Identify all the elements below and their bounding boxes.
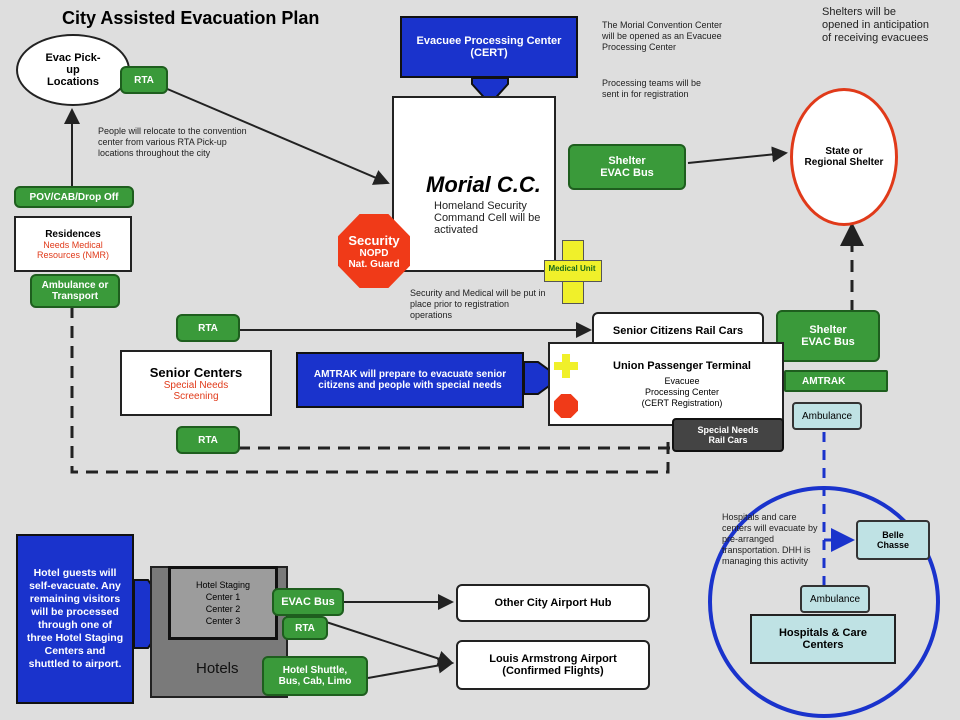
hospitals-line1: Hospitals & Care xyxy=(778,627,868,639)
ambulance-lower-node: Ambulance xyxy=(800,585,870,613)
senior-centers-sub1: Special Needs xyxy=(163,379,229,391)
upt-node: Union Passenger Terminal Evacuee Process… xyxy=(548,342,784,426)
other-airport-node: Other City Airport Hub xyxy=(456,584,650,622)
special-rail-line2: Rail Cars xyxy=(708,435,748,445)
shelter-bus-top-line1: Shelter xyxy=(608,155,646,167)
state-shelter-line1: State or xyxy=(825,146,863,157)
note-relocate: People will relocate to the convention c… xyxy=(98,126,247,158)
senior-centers-node: Senior Centers Special Needs Screening xyxy=(120,350,272,416)
upt-stop-icon xyxy=(554,394,578,418)
special-rail-line1: Special Needs xyxy=(697,425,759,435)
upt-title: Union Passenger Terminal xyxy=(613,360,751,372)
ambulance-upper-node: Ambulance xyxy=(792,402,862,430)
rta-node-top: RTA xyxy=(120,66,168,94)
hotel-staging-c3: Center 3 xyxy=(205,616,241,626)
evac-pickup-node: Evac Pick-up Locations xyxy=(16,34,130,106)
hotel-shuttle-line1: Hotel Shuttle, xyxy=(282,665,348,676)
ambulance-transport-node: Ambulance or Transport xyxy=(30,274,120,308)
note-security: Security and Medical will be put in plac… xyxy=(410,288,546,320)
hotel-guests-node: Hotel guests will self-evacuate. Any rem… xyxy=(16,534,134,704)
senior-centers-sub2: Screening xyxy=(173,390,219,402)
hotels-label: Hotels xyxy=(196,660,239,677)
page-title: City Assisted Evacuation Plan xyxy=(62,8,320,28)
belle-chasse-node: Belle Chasse xyxy=(856,520,930,560)
residences-title: Residences xyxy=(45,228,101,240)
shelter-bus-top-line2: EVAC Bus xyxy=(600,167,654,179)
hotel-shuttle-line2: Bus, Cab, Limo xyxy=(278,676,352,687)
louis-airport-node: Louis Armstrong Airport (Confirmed Fligh… xyxy=(456,640,650,690)
evacuee-center-line1: Evacuee Processing Center xyxy=(416,35,562,47)
rta-node-mid: RTA xyxy=(176,314,240,342)
hotel-staging-c2: Center 2 xyxy=(205,604,241,614)
evac-pickup-label: Evac Pick-up Locations xyxy=(45,52,101,88)
hospitals-line2: Centers xyxy=(802,639,844,651)
senior-centers-title: Senior Centers xyxy=(149,364,243,380)
evacuee-center-line2: (CERT) xyxy=(470,47,508,59)
pov-node: POV/CAB/Drop Off xyxy=(14,186,134,208)
evac-bus-node: EVAC Bus xyxy=(272,588,344,616)
amtrak-node: AMTRAK xyxy=(784,370,888,392)
rta-node-hotel: RTA xyxy=(282,616,328,640)
hotel-staging-title: Hotel Staging xyxy=(195,580,251,590)
morial-title: Morial C.C. xyxy=(426,172,541,197)
security-node: Security NOPD Nat. Guard xyxy=(338,214,410,288)
hospitals-node: Hospitals & Care Centers xyxy=(750,614,896,664)
belle-chasse-line1: Belle xyxy=(882,530,904,540)
louis-airport-line1: Louis Armstrong Airport xyxy=(489,653,617,665)
hotel-staging-node: Hotel Staging Center 1 Center 2 Center 3 xyxy=(168,566,278,640)
note-hospitals: Hospitals and care centers will evacuate… xyxy=(722,512,818,566)
upt-line1: Evacuee xyxy=(664,376,700,386)
note-shelters: Shelters will be opened in anticipation … xyxy=(822,6,930,44)
hotel-staging-c1: Center 1 xyxy=(205,592,241,602)
shelter-bus-right-line1: Shelter xyxy=(809,324,847,336)
upt-medical-cross-icon xyxy=(554,354,578,378)
louis-airport-line2: (Confirmed Flights) xyxy=(502,665,604,677)
morial-node: Morial C.C. Homeland Security Command Ce… xyxy=(392,96,556,272)
security-sub1: NOPD xyxy=(359,247,389,259)
note-processing: Processing teams will be sent in for reg… xyxy=(602,78,702,99)
residences-sub: Needs Medical Resources (NMR) xyxy=(36,239,109,260)
upt-line3: (CERT Registration) xyxy=(641,398,723,408)
medical-unit-label: Medical Unit xyxy=(548,264,596,273)
shelter-bus-right: Shelter EVAC Bus xyxy=(776,310,880,362)
shelter-bus-right-line2: EVAC Bus xyxy=(801,336,855,348)
security-sub2: Nat. Guard xyxy=(348,258,400,270)
note-morial: The Morial Convention Center will be ope… xyxy=(602,20,723,52)
cross-horizontal xyxy=(544,260,602,282)
shelter-bus-top: Shelter EVAC Bus xyxy=(568,144,686,190)
medical-unit-node: Medical Unit xyxy=(544,240,602,304)
evacuee-center-node: Evacuee Processing Center (CERT) xyxy=(400,16,578,78)
belle-chasse-line2: Chasse xyxy=(876,540,910,550)
hotel-shuttle-node: Hotel Shuttle, Bus, Cab, Limo xyxy=(262,656,368,696)
residences-node: Residences Needs Medical Resources (NMR) xyxy=(14,216,132,272)
state-shelter-line2: Regional Shelter xyxy=(804,157,884,168)
amtrak-note-node: AMTRAK will prepare to evacuate senior c… xyxy=(296,352,524,408)
upt-line2: Processing Center xyxy=(644,387,720,397)
state-shelter-node: State or Regional Shelter xyxy=(790,88,898,226)
special-rail-node: Special Needs Rail Cars xyxy=(672,418,784,452)
security-title: Security xyxy=(348,232,400,248)
rta-node-lower: RTA xyxy=(176,426,240,454)
morial-sub: Homeland Security Command Cell will be a… xyxy=(434,200,541,236)
